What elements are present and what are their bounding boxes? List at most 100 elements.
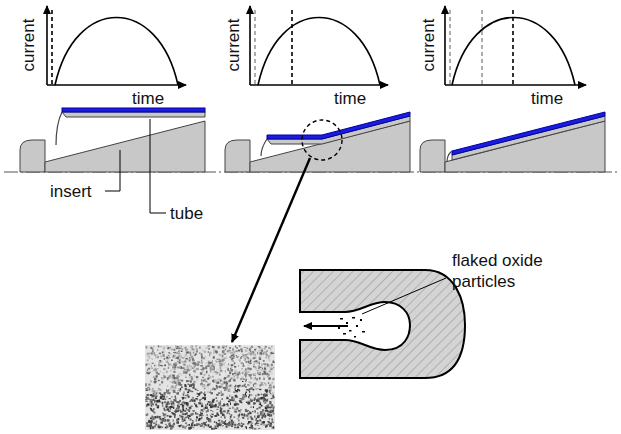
grain-dot bbox=[220, 370, 222, 372]
grain-dot bbox=[240, 373, 241, 375]
grain-dot bbox=[241, 373, 243, 374]
grain-dot bbox=[163, 394, 165, 396]
grain-dot bbox=[263, 400, 265, 401]
grain-dot bbox=[165, 399, 167, 400]
grain-dot bbox=[178, 380, 180, 381]
grain-dot bbox=[245, 373, 248, 375]
grain-dot bbox=[273, 395, 274, 397]
grain-dot bbox=[218, 379, 220, 381]
grain-dot bbox=[204, 398, 205, 400]
grain-dot bbox=[150, 408, 152, 410]
grain-dot bbox=[273, 413, 275, 415]
grain-dot bbox=[181, 374, 182, 376]
grain-dot bbox=[148, 368, 150, 370]
grain-dot bbox=[254, 428, 257, 430]
current-plot bbox=[445, 6, 586, 85]
grain-dot bbox=[184, 364, 186, 366]
grain-dot bbox=[162, 378, 164, 380]
grain-dot bbox=[243, 417, 245, 419]
grain-dot bbox=[253, 379, 255, 381]
grain-dot bbox=[237, 373, 239, 374]
grain-dot bbox=[250, 412, 252, 414]
grain-dot bbox=[201, 415, 204, 416]
grain-dot bbox=[253, 366, 255, 367]
grain-dot bbox=[192, 348, 194, 350]
grain-dot bbox=[192, 410, 193, 411]
grain-dot bbox=[164, 392, 166, 395]
grain-dot bbox=[254, 361, 256, 362]
grain-dot bbox=[168, 364, 170, 365]
grain-dot bbox=[202, 377, 204, 378]
grain-dot bbox=[271, 422, 274, 423]
grain-dot bbox=[220, 401, 221, 403]
grain-dot bbox=[176, 384, 177, 387]
grain-dot bbox=[179, 400, 181, 402]
grain-dot bbox=[204, 392, 205, 395]
grain-dot bbox=[261, 415, 263, 416]
grain-dot bbox=[260, 347, 262, 348]
grain-dot bbox=[246, 402, 248, 403]
grain-dot bbox=[169, 348, 171, 350]
grain-dot bbox=[239, 400, 240, 402]
grain-dot bbox=[238, 418, 239, 419]
grain-dot bbox=[193, 410, 195, 412]
grain-dot bbox=[180, 373, 181, 376]
grain-dot bbox=[169, 347, 171, 349]
grain-dot bbox=[193, 366, 195, 367]
grain-dot bbox=[162, 418, 164, 420]
grain-dot bbox=[238, 374, 239, 377]
grain-dot bbox=[253, 374, 255, 376]
grain-dot bbox=[259, 382, 261, 383]
grain-dot bbox=[213, 405, 214, 407]
grain-dot bbox=[204, 379, 206, 381]
grain-dot bbox=[230, 403, 231, 406]
grain-dot bbox=[146, 404, 149, 406]
grain-dot bbox=[177, 392, 179, 395]
grain-dot bbox=[178, 367, 179, 369]
grain-dot bbox=[260, 411, 262, 413]
grain-dot bbox=[224, 389, 226, 391]
grain-dot bbox=[264, 351, 266, 354]
grain-dot bbox=[194, 366, 196, 368]
grain-dot bbox=[159, 426, 161, 429]
grain-dot bbox=[209, 427, 212, 428]
grain-dot bbox=[168, 366, 170, 368]
grain-dot bbox=[229, 408, 231, 409]
grain-dot bbox=[164, 376, 166, 378]
grain-dot bbox=[226, 367, 228, 368]
grain-dot bbox=[238, 359, 240, 360]
grain-dot bbox=[211, 403, 213, 405]
grain-dot bbox=[192, 359, 194, 362]
grain-dot bbox=[269, 401, 271, 403]
grain-dot bbox=[215, 415, 218, 417]
grain-dot bbox=[154, 412, 156, 414]
grain-dot bbox=[240, 348, 242, 350]
grain-dot bbox=[147, 355, 149, 357]
grain-dot bbox=[269, 371, 271, 373]
grain-dot bbox=[248, 365, 250, 367]
grain-dot bbox=[183, 409, 185, 412]
grain-dot bbox=[254, 354, 257, 356]
grain-dot bbox=[207, 364, 208, 365]
grain-dot bbox=[146, 364, 147, 365]
grain-dot bbox=[166, 406, 168, 408]
grain-dot bbox=[168, 352, 170, 353]
grain-dot bbox=[261, 382, 264, 383]
grain-dot bbox=[159, 390, 161, 391]
grain-dot bbox=[268, 412, 270, 413]
grain-dot bbox=[210, 426, 212, 427]
grain-dot bbox=[214, 380, 215, 382]
grain-dot bbox=[171, 388, 173, 391]
grain-dot bbox=[151, 421, 153, 423]
grain-dot bbox=[265, 394, 268, 396]
grain-dot bbox=[257, 420, 259, 422]
grain-dot bbox=[234, 386, 236, 387]
grain-dot bbox=[232, 387, 234, 388]
grain-dot bbox=[269, 415, 271, 416]
grain-dot bbox=[238, 424, 240, 427]
tube-insert-section bbox=[420, 112, 605, 172]
grain-dot bbox=[218, 346, 220, 349]
grain-dot bbox=[220, 367, 222, 369]
grain-dot bbox=[247, 348, 249, 349]
grain-dot bbox=[270, 353, 271, 355]
